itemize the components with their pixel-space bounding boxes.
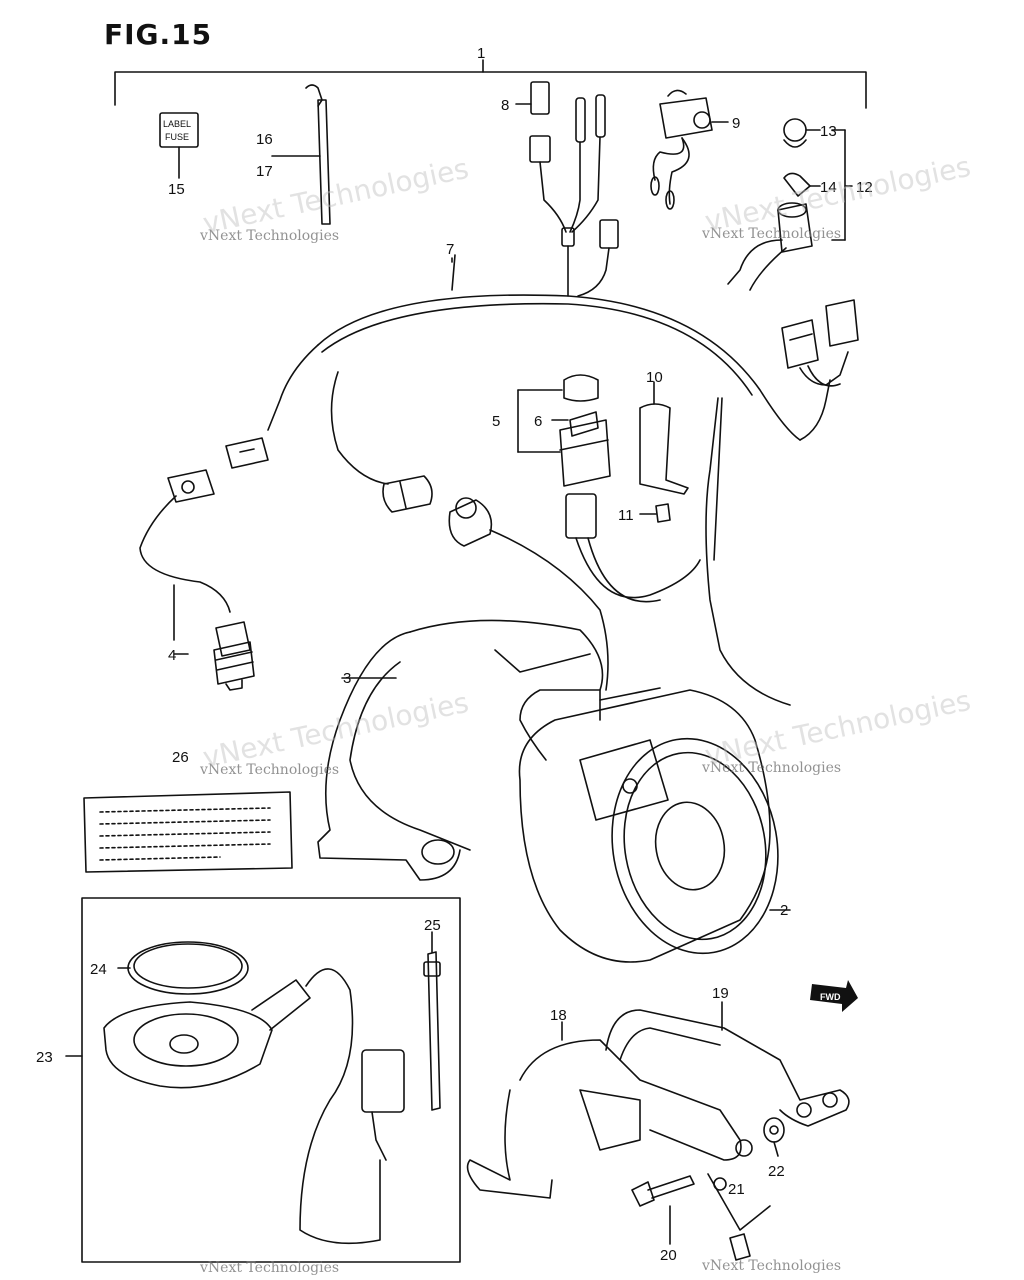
caution-label-26	[83, 791, 293, 873]
callout-16: 16	[256, 131, 273, 148]
callout-17: 17	[256, 163, 273, 180]
callout-1: 1	[477, 45, 485, 62]
callout-6: 6	[534, 413, 542, 430]
callout-25: 25	[424, 917, 441, 934]
fan-shroud-3	[317, 619, 604, 881]
callout-15: 15	[168, 181, 185, 198]
callout-7: 7	[446, 241, 454, 258]
callout-23: 23	[36, 1049, 53, 1066]
callout-3: 3	[343, 670, 351, 687]
callout-8: 8	[501, 97, 509, 114]
thermo-switch-box-23	[65, 897, 461, 1263]
callout-20: 20	[660, 1247, 677, 1264]
thermo-switch-part-23	[103, 941, 405, 1245]
fuse-label-line1: LABEL	[163, 119, 191, 129]
spacer-part-21	[707, 1173, 771, 1261]
callout-19: 19	[712, 985, 729, 1002]
fuse-label-line2: FUSE	[165, 132, 189, 142]
relay-part-5	[517, 374, 701, 603]
figure-title: FIG.15	[104, 18, 213, 51]
callout-13: 13	[820, 123, 837, 140]
leader-lines	[173, 257, 453, 655]
connector-left	[139, 437, 269, 613]
callout-21: 21	[728, 1181, 745, 1198]
temp-sensor-4	[173, 584, 255, 691]
callout-18: 18	[550, 1007, 567, 1024]
connector-part-8	[515, 81, 619, 297]
connector-center	[382, 475, 609, 691]
switch-part-9	[650, 89, 729, 210]
bracket-part-10	[639, 381, 689, 523]
wiring-harness-7	[267, 254, 831, 706]
nut-part-22	[763, 1117, 785, 1157]
bracket-part-18	[466, 1021, 753, 1199]
callout-2: 2	[780, 902, 788, 919]
lamp-assembly-12	[727, 118, 853, 291]
cable-tie-25	[423, 931, 441, 1111]
fan-motor-2	[518, 687, 791, 963]
bolt-part-20	[631, 1175, 695, 1245]
forward-arrow-icon: FWD	[810, 980, 858, 1012]
callout-5: 5	[492, 413, 500, 430]
callout-11: 11	[618, 507, 634, 524]
callout-9: 9	[732, 115, 740, 132]
callout-10: 10	[646, 369, 663, 386]
callout-22: 22	[768, 1163, 785, 1180]
callout-4: 4	[168, 647, 176, 664]
assembly-bracket-1	[114, 59, 867, 109]
callout-numbers: 1 2 3 4 5 6 7 8 9 10 11 12 13 14 15 16 1…	[36, 45, 873, 1264]
fwd-label: FWD	[820, 992, 841, 1002]
fuse-label-part	[159, 112, 199, 179]
callout-14: 14	[820, 179, 837, 196]
bracket-part-19	[605, 1001, 850, 1127]
bolt-part-16	[271, 84, 331, 225]
callout-12: 12	[856, 179, 873, 196]
connector-upper-right	[781, 299, 859, 387]
callout-24: 24	[90, 961, 107, 978]
callout-26: 26	[172, 749, 189, 766]
